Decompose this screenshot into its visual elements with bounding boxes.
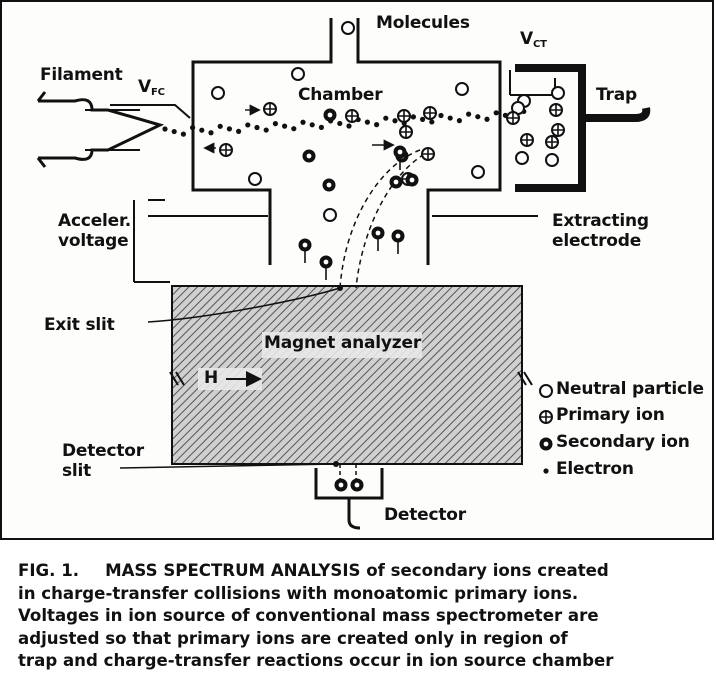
figure-caption: FIG. 1. MASS SPECTRUM ANALYSIS of seconda… bbox=[18, 560, 712, 673]
neutral-particle bbox=[341, 21, 355, 35]
label-acceler-voltage: Acceler.voltage bbox=[58, 211, 132, 251]
label-filament: Filament bbox=[40, 65, 123, 85]
electron bbox=[420, 116, 426, 122]
label-vct: VCT bbox=[520, 29, 547, 50]
electron bbox=[466, 111, 472, 117]
caption-line-5: trap and charge-transfer reactions occur… bbox=[18, 651, 614, 670]
detector-slit-pointer bbox=[119, 463, 337, 469]
electron bbox=[180, 131, 186, 137]
caption-line-4: adjusted so that primary ions are create… bbox=[18, 628, 568, 648]
label-magnet-analyzer: Magnet analyzer bbox=[264, 333, 421, 353]
label-trap: Trap bbox=[596, 85, 637, 105]
electron bbox=[309, 122, 315, 128]
electron bbox=[208, 130, 214, 136]
vct-bracket bbox=[509, 70, 556, 96]
neutral-particle bbox=[471, 165, 485, 179]
legend-symbols bbox=[539, 384, 553, 474]
electron bbox=[272, 121, 278, 127]
electron bbox=[493, 110, 499, 116]
label-molecules: Molecules bbox=[376, 13, 470, 33]
label-detector: Detector bbox=[384, 505, 466, 525]
particles bbox=[162, 21, 565, 492]
filament bbox=[38, 98, 165, 161]
electron bbox=[346, 123, 352, 129]
electron bbox=[318, 124, 324, 130]
caption-label: FIG. 1. bbox=[18, 561, 80, 580]
electron bbox=[236, 128, 242, 134]
caption-line-1: MASS SPECTRUM ANALYSIS of secondary ions… bbox=[105, 561, 609, 580]
label-exit-slit: Exit slit bbox=[44, 315, 115, 335]
legend-label-electron: Electron bbox=[556, 459, 634, 479]
neutral-particle bbox=[545, 153, 559, 167]
detector bbox=[314, 468, 384, 530]
neutral-particle bbox=[211, 86, 225, 100]
electron bbox=[300, 119, 306, 125]
label-chamber: Chamber bbox=[298, 85, 383, 105]
electron bbox=[291, 126, 297, 132]
electron bbox=[364, 119, 370, 125]
electron bbox=[199, 127, 205, 133]
label-h-field: H bbox=[204, 368, 219, 388]
electron bbox=[254, 124, 260, 131]
legend-label-secondary: Secondary ion bbox=[556, 432, 690, 452]
neutral-particle bbox=[515, 151, 529, 165]
exit-slit-pointer bbox=[147, 287, 341, 323]
trap bbox=[515, 64, 586, 192]
electron bbox=[429, 119, 435, 125]
electron bbox=[475, 114, 481, 120]
electron bbox=[282, 123, 288, 129]
neutral-particle bbox=[323, 208, 337, 222]
electron bbox=[543, 468, 549, 474]
electron bbox=[245, 122, 251, 128]
label-vfc: VFC bbox=[138, 77, 165, 98]
electron bbox=[484, 116, 490, 122]
caption-line-2: in charge-transfer collisions with monoa… bbox=[18, 583, 579, 603]
legend-label-primary: Primary ion bbox=[556, 405, 665, 425]
electron bbox=[438, 112, 444, 119]
electron bbox=[392, 118, 398, 124]
caption-line-3: Voltages in ion source of conventional m… bbox=[18, 606, 599, 625]
ion-source-chamber bbox=[191, 18, 502, 265]
electron bbox=[217, 123, 223, 129]
mass-spectrometer-diagram bbox=[36, 18, 651, 530]
electron bbox=[456, 118, 462, 124]
electron bbox=[337, 120, 343, 127]
electron bbox=[447, 115, 453, 121]
neutral-particle bbox=[539, 384, 553, 398]
vfc-bracket bbox=[110, 104, 191, 119]
ion-path bbox=[339, 149, 421, 289]
electron bbox=[190, 125, 196, 131]
neutral-particle bbox=[551, 86, 565, 100]
legend-label-neutral: Neutral particle bbox=[556, 379, 704, 399]
electron bbox=[171, 128, 177, 135]
electron bbox=[410, 114, 416, 120]
neutral-particle bbox=[248, 172, 262, 186]
electron bbox=[226, 126, 232, 132]
electron bbox=[263, 127, 269, 133]
electron bbox=[383, 115, 389, 121]
neutral-particle bbox=[291, 67, 305, 81]
electron bbox=[374, 122, 380, 128]
neutral-particle bbox=[455, 82, 469, 96]
electron bbox=[162, 126, 168, 132]
